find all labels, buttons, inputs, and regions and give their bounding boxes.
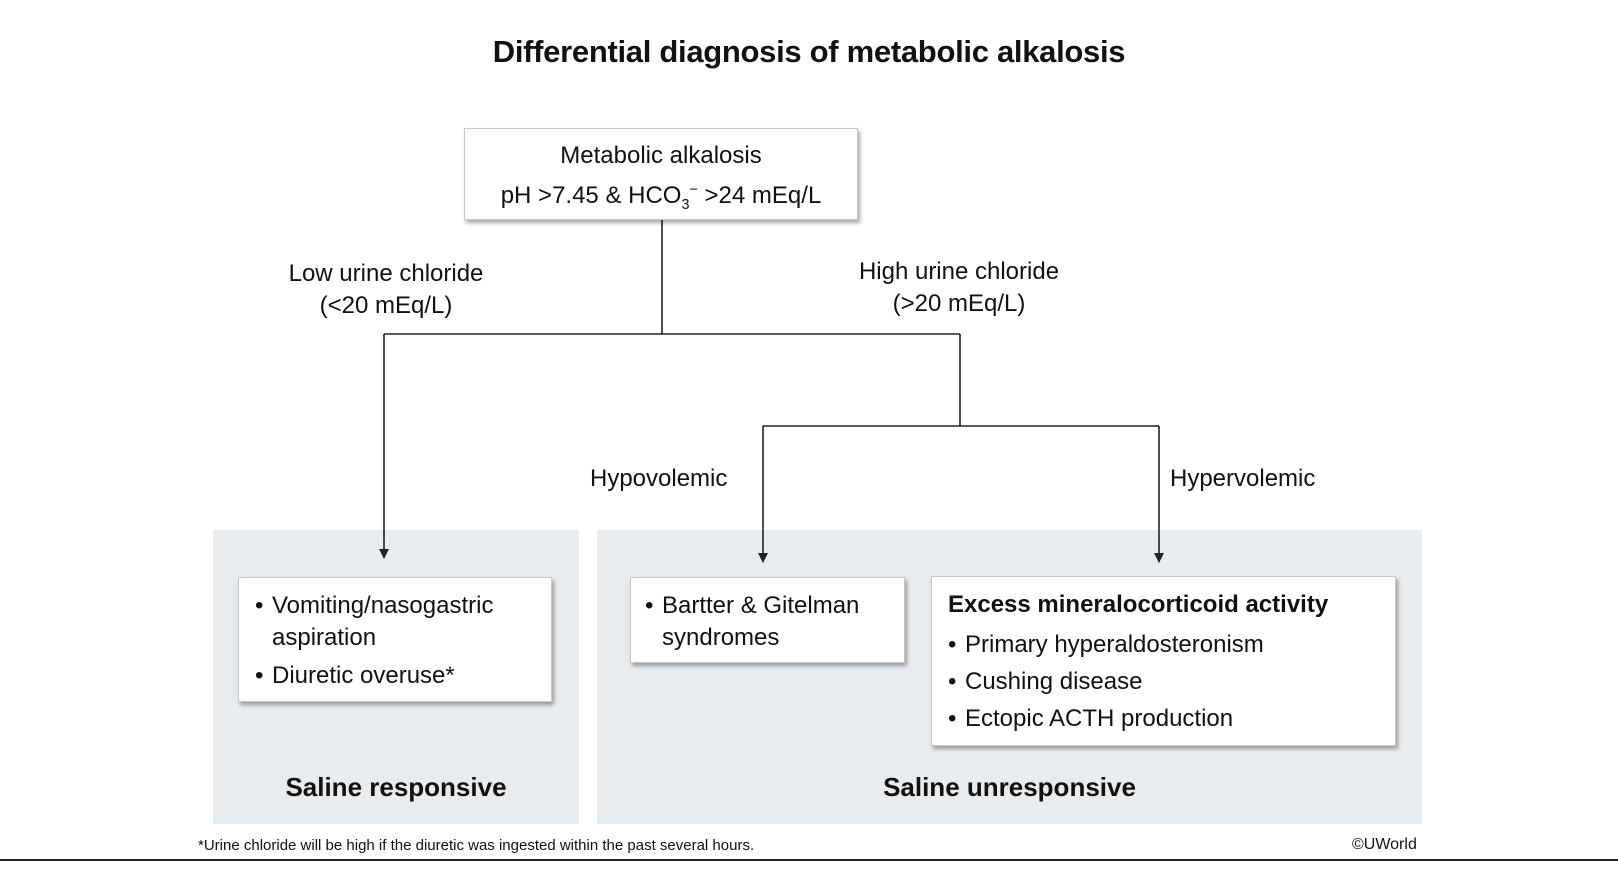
bottom-divider xyxy=(0,859,1618,861)
saline-responsive-label: Saline responsive xyxy=(285,772,507,802)
list-item: Vomiting/nasogastric aspiration xyxy=(255,590,537,654)
metabolic-alkalosis-box: Metabolic alkalosis pH >7.45 & HCO3− >24… xyxy=(464,128,858,220)
hypovolemic-label: Hypovolemic xyxy=(590,465,728,492)
saline-unresponsive-label: Saline unresponsive xyxy=(883,772,1136,802)
list-item: Cushing disease xyxy=(948,663,1381,700)
list-item: Diuretic overuse* xyxy=(255,660,537,692)
mineralocorticoid-box: Excess mineralocorticoid activity Primar… xyxy=(931,576,1396,746)
bartter-gitelman-box: Bartter & Gitelman syndromes xyxy=(630,577,905,663)
high-urine-chloride-label: High urine chloride (>20 mEq/L) xyxy=(858,258,1060,317)
diagram-title: Differential diagnosis of metabolic alka… xyxy=(492,34,1126,69)
saline-responsive-causes-box: Vomiting/nasogastric aspiration Diuretic… xyxy=(238,577,552,702)
list-item: Primary hyperaldosteronism xyxy=(948,626,1381,663)
list-item: Bartter & Gitelman syndromes xyxy=(645,590,890,654)
root-title: Metabolic alkalosis xyxy=(560,142,762,169)
root-criteria: pH >7.45 & HCO3− >24 mEq/L xyxy=(500,182,822,213)
hypervolemic-label: Hypervolemic xyxy=(1170,465,1316,492)
mineralocorticoid-header: Excess mineralocorticoid activity xyxy=(948,591,1329,618)
low-urine-chloride-label: Low urine chloride (<20 mEq/L) xyxy=(288,260,484,319)
copyright: ©UWorld xyxy=(1352,836,1417,853)
footnote: *Urine chloride will be high if the diur… xyxy=(198,837,755,854)
list-item: Ectopic ACTH production xyxy=(948,700,1381,737)
